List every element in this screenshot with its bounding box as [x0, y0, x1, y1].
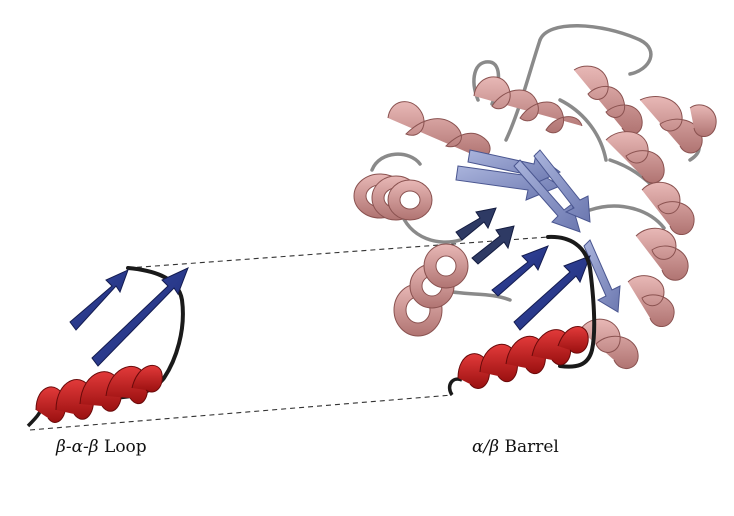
caption-right-word: Barrel [504, 437, 559, 457]
caption-alpha-beta-barrel: α/β Barrel [472, 437, 559, 457]
guide-line-bottom [29, 394, 453, 431]
caption-left-word: Loop [104, 437, 147, 457]
beta-strand-arrow-icon [513, 255, 591, 331]
beta-strand-arrow-icon [491, 245, 549, 297]
alpha-beta-barrel [353, 24, 717, 396]
guide-lines [29, 236, 549, 431]
alpha-helix-ribbon-icon [457, 326, 589, 389]
caption-right-symbols: α/β [472, 437, 500, 457]
barrel-helices [353, 65, 717, 369]
beta-strand-arrow-icon [69, 269, 129, 331]
barrel-dark-strands [455, 207, 515, 265]
guide-line-top [127, 236, 549, 269]
barrel-strands [455, 149, 621, 313]
loop-coil-tail [447, 377, 463, 396]
caption-beta-alpha-beta-loop: β-α-β Loop [56, 437, 147, 457]
alpha-helix-ribbon-icon [35, 364, 163, 423]
barrel-coils [370, 24, 701, 302]
caption-left-symbols: β-α-β [56, 437, 99, 457]
loop-coil-icon [546, 234, 597, 369]
beta-strand-arrow-icon [91, 267, 189, 367]
beta-alpha-beta-motif [26, 266, 189, 428]
barrel-motif-strands [491, 245, 591, 331]
